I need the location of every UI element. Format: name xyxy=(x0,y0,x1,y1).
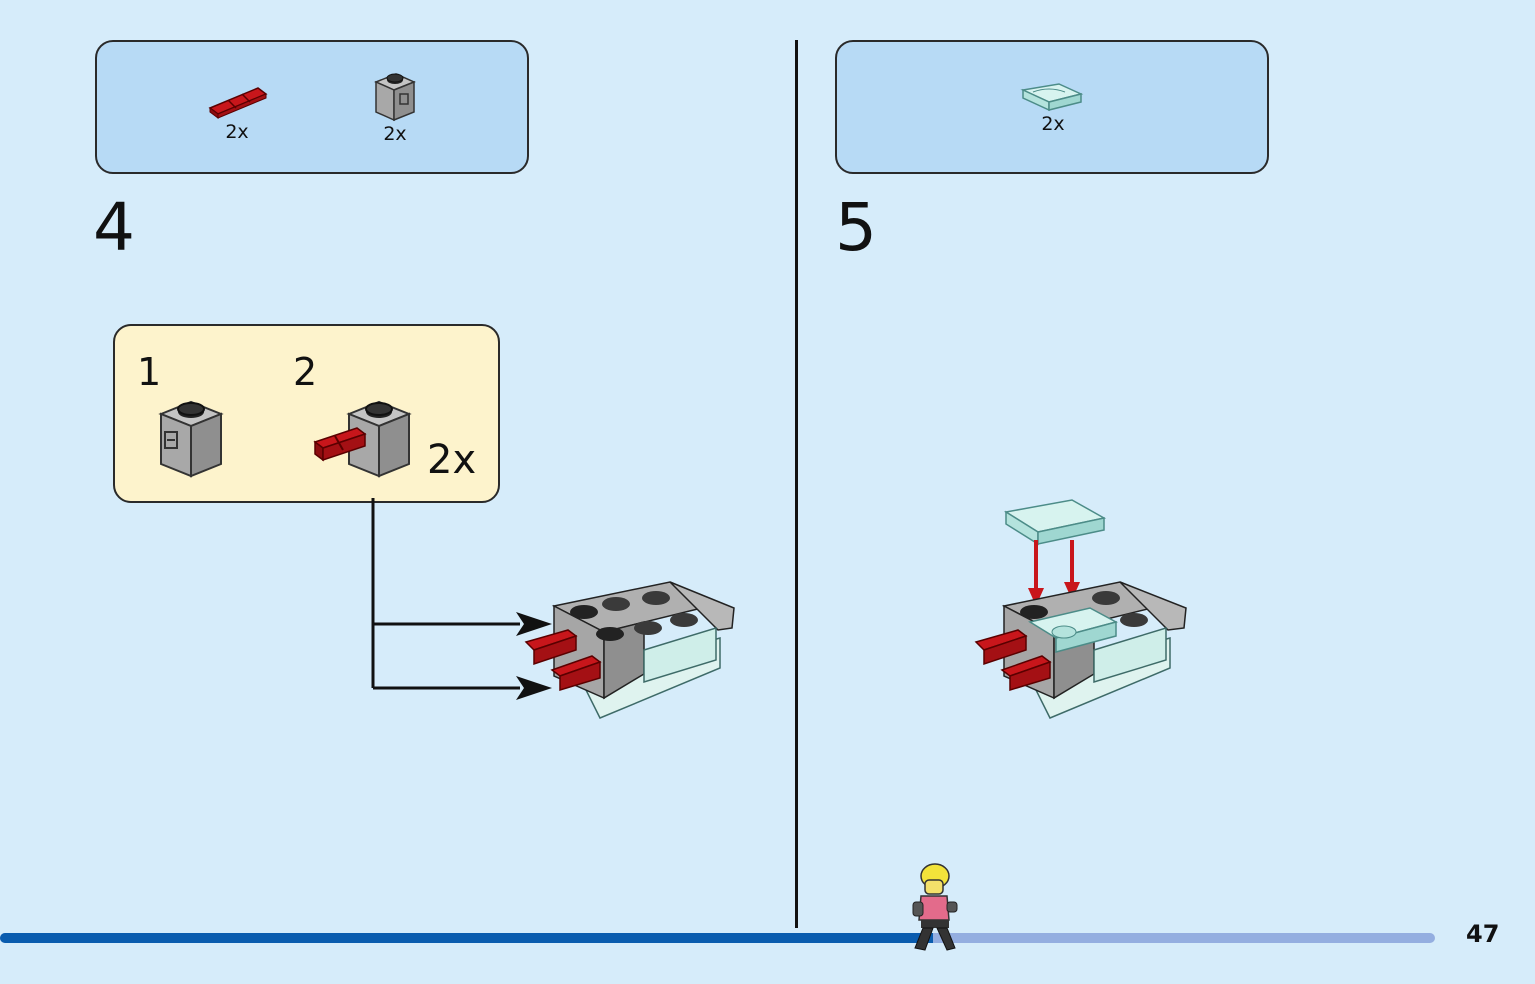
part-trans-slope: 2x xyxy=(1017,80,1089,134)
page-divider xyxy=(795,40,798,928)
sub-step-number-2: 2 xyxy=(293,350,318,394)
progress-fill xyxy=(0,933,933,943)
gray-brick-icon xyxy=(158,400,224,478)
step-number-5: 5 xyxy=(835,189,877,266)
gray-brick-icon xyxy=(374,73,416,122)
arrow-down-icon xyxy=(1028,588,1044,606)
parts-list-step-5: 2x xyxy=(835,40,1269,174)
arrow-down-icon xyxy=(1064,582,1080,600)
part-gray-brick: 2x xyxy=(367,68,423,144)
trans-curved-slope-icon xyxy=(1003,499,1107,546)
step-5-model-icon xyxy=(974,581,1187,719)
parts-list-step-4: 2x 2x xyxy=(95,40,529,174)
progress-bar xyxy=(0,933,1435,943)
trans-curved-slope-icon xyxy=(1020,83,1084,112)
arrow-right-icon xyxy=(516,676,552,700)
sub-step-number-1: 1 xyxy=(137,350,162,394)
sub-assembly-callout: 1 2 2x xyxy=(113,324,500,503)
part-qty: 2x xyxy=(225,121,249,143)
page-number: 47 xyxy=(1466,920,1500,948)
part-qty: 2x xyxy=(1041,113,1065,135)
red-arrows xyxy=(1028,540,1080,606)
brick-with-red-connector-icon xyxy=(313,400,412,478)
red-connector-icon xyxy=(208,87,268,119)
part-red-connector: 2x xyxy=(202,82,272,142)
step-number-4: 4 xyxy=(93,189,135,266)
arrow-right-icon xyxy=(516,612,552,636)
sub-assembly-qty: 2x xyxy=(427,437,477,483)
callout-arrows xyxy=(371,498,552,700)
step-4-model-icon xyxy=(524,581,735,719)
minifigure-icon xyxy=(912,863,958,951)
part-qty: 2x xyxy=(383,123,407,145)
